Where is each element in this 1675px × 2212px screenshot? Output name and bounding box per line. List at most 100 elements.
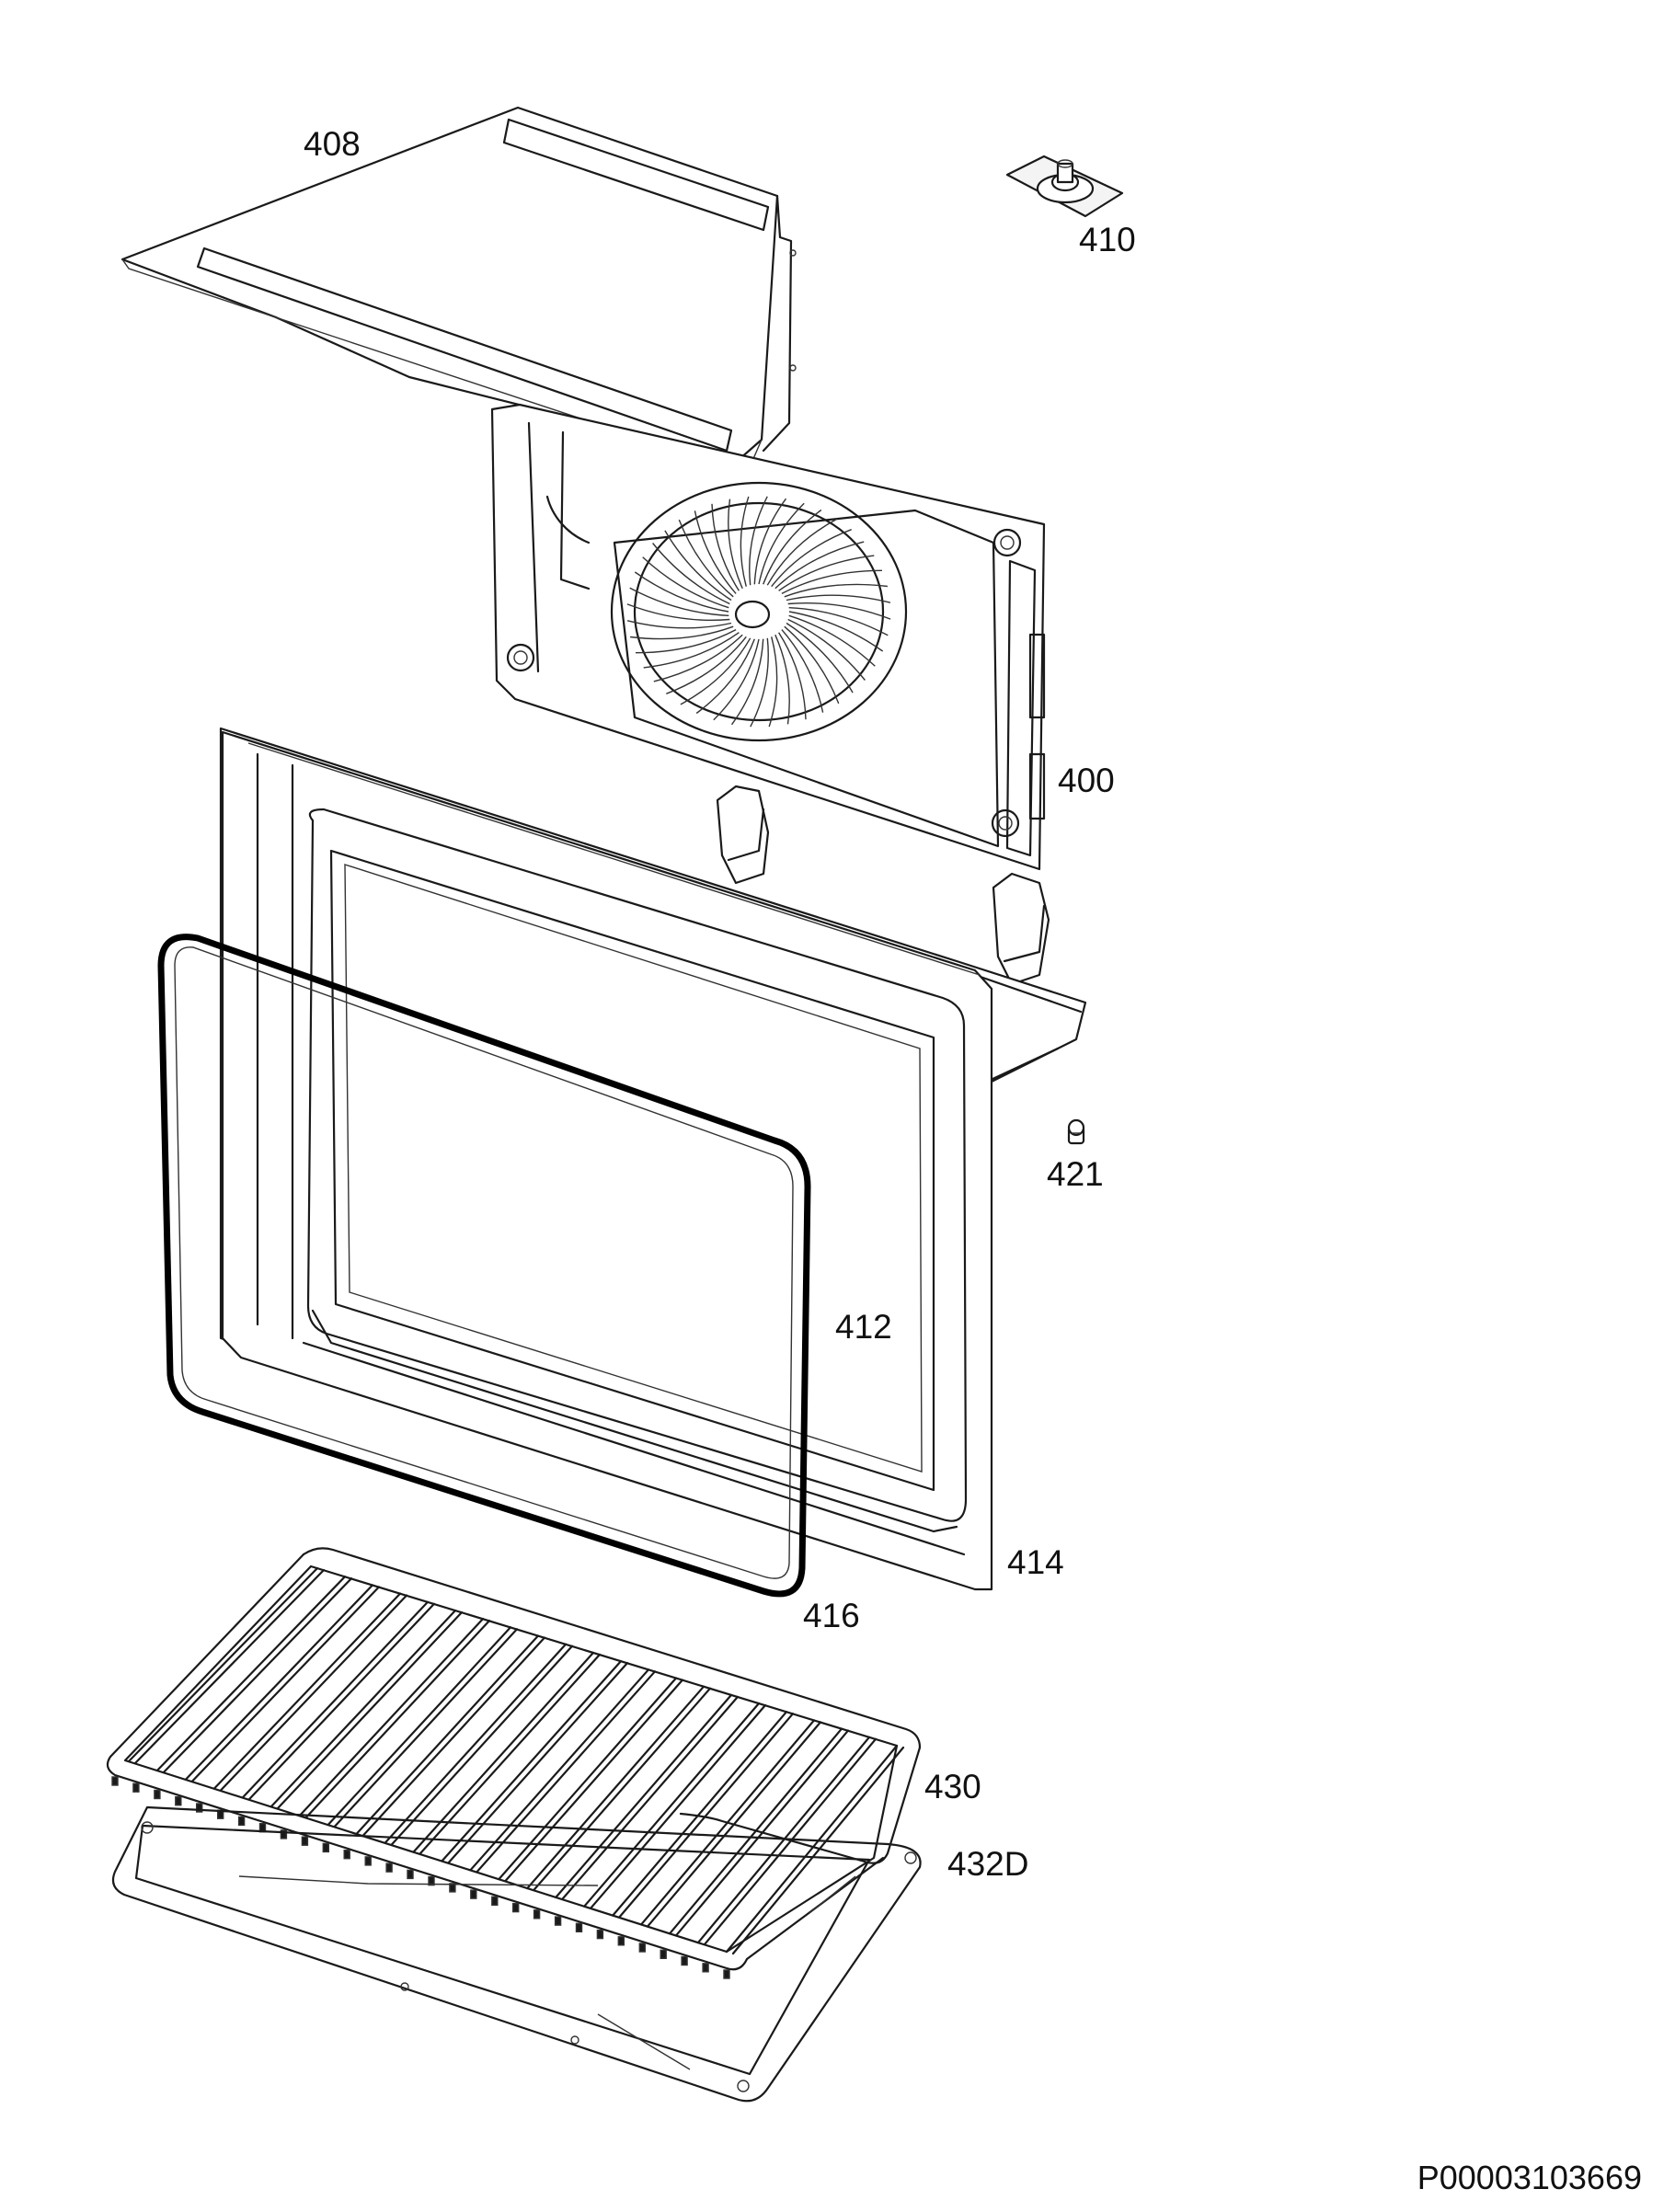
label-430: 430 [924,1768,981,1805]
fan-grille-slot [758,502,805,585]
rack-bar-edge [133,1568,326,1765]
fan-grille-slot [784,583,888,598]
rack-bar [355,1634,540,1836]
fan-grille-slot [774,541,865,590]
fan-grille-slot [774,634,790,725]
rack-foot [491,1896,499,1907]
fan-grille-slot [778,555,875,591]
rack-bar-edge [703,1737,878,1946]
rack-bar [498,1677,678,1881]
fan-grille-slot [652,543,730,605]
rack-bar [725,1744,899,1954]
label-421: 421 [1047,1155,1104,1193]
fan-grille-slot [749,496,768,586]
fan-grille-slot [680,637,751,705]
fan-grille-slot [788,607,889,636]
fan-grille-slot [713,638,760,721]
fan-grille-slot [781,629,824,713]
fan-grille-slot [728,499,743,590]
fan-grille-slot [642,556,729,609]
fan-grille-slot [786,622,854,693]
rack-bar [555,1693,733,1898]
fan-grille-slot [768,636,778,728]
rack-bar-edge [590,1703,767,1909]
rack-foot [364,1856,372,1866]
rack-bar-edge [276,1610,464,1810]
rack-foot [470,1889,477,1899]
part-400-rear-fan-cover [490,403,1046,871]
rack-bar [612,1711,788,1917]
fan-grille-slot [781,569,883,595]
part-421-fastener [1067,1118,1085,1145]
fan-grille-slot [711,503,740,591]
fan-grille-slot [753,498,787,585]
rack-foot [343,1849,350,1860]
rack-bar [412,1651,595,1853]
rack-bar [155,1576,347,1772]
rack-bar [583,1702,761,1908]
rack-bar-edge [674,1729,850,1937]
rack-foot [449,1883,456,1893]
rack-foot [322,1842,329,1853]
fan-grille-slot [763,509,822,585]
rack-bar-edge [190,1586,381,1782]
fan-grille-slot [626,620,732,629]
rack-bar [639,1719,816,1926]
rack-bar-edge [333,1628,519,1828]
rack-foot [237,1816,246,1827]
label-432D: 432D [947,1845,1029,1883]
hinge-brackets [716,785,1050,986]
label-410: 410 [1079,221,1136,258]
rack-foot [575,1922,583,1933]
document-code: P00003103669 [1417,2159,1642,2196]
fan-grille-slot [787,618,866,681]
rack-bar-edge [447,1661,629,1864]
fan-grille-slot [778,632,807,720]
rack-bar-edge [247,1602,436,1801]
rack-foot [385,1862,393,1873]
fan-grille-slot [643,632,740,669]
rack-bar-edge [561,1695,740,1900]
fan-grille-slot [771,529,852,588]
rack-bar [241,1600,430,1799]
rack-bar [298,1617,485,1817]
label-416: 416 [803,1597,860,1634]
fan-grille-slot [694,510,737,594]
label-414: 414 [1007,1543,1064,1581]
rack-foot [681,1955,688,1966]
rack-bar-edge [731,1746,905,1955]
rack-bar-edge [304,1619,491,1819]
rack-foot [280,1829,288,1840]
rack-foot [154,1789,161,1800]
rack-bar [184,1584,374,1781]
rack-bar [526,1685,706,1890]
rack-foot [554,1916,562,1926]
rack-foot [617,1936,625,1946]
part-432D-baking-tray [111,1805,922,2103]
rack-foot [301,1836,309,1846]
part-410-fan-mount [1005,155,1124,218]
rack-bar-edge [504,1679,684,1883]
rack-foot [175,1795,182,1806]
fan-grille-slot [788,614,876,667]
rack-foot [596,1929,604,1940]
fan-grille-slot [766,518,838,586]
rack-foot [428,1875,435,1886]
rack-bar-edge [219,1594,408,1792]
rack-bar-edge [533,1687,712,1892]
rack-bar [127,1566,319,1763]
fan-grille-slot [629,587,729,616]
rack-bar-edge [646,1721,822,1928]
rack-foot [723,1969,730,1979]
rack-bar [384,1643,568,1844]
part-416-door-gasket [157,934,811,1598]
rack-foot [533,1909,541,1920]
fan-grille-slot [666,636,747,694]
part-430-wire-rack [106,1547,922,1979]
rack-bar [469,1668,650,1872]
rack-foot [512,1902,520,1913]
rack-foot [132,1782,140,1793]
fan-grille-slot [740,496,750,587]
fan-grille-slot [786,594,891,603]
fan-grille-slot [678,519,734,598]
